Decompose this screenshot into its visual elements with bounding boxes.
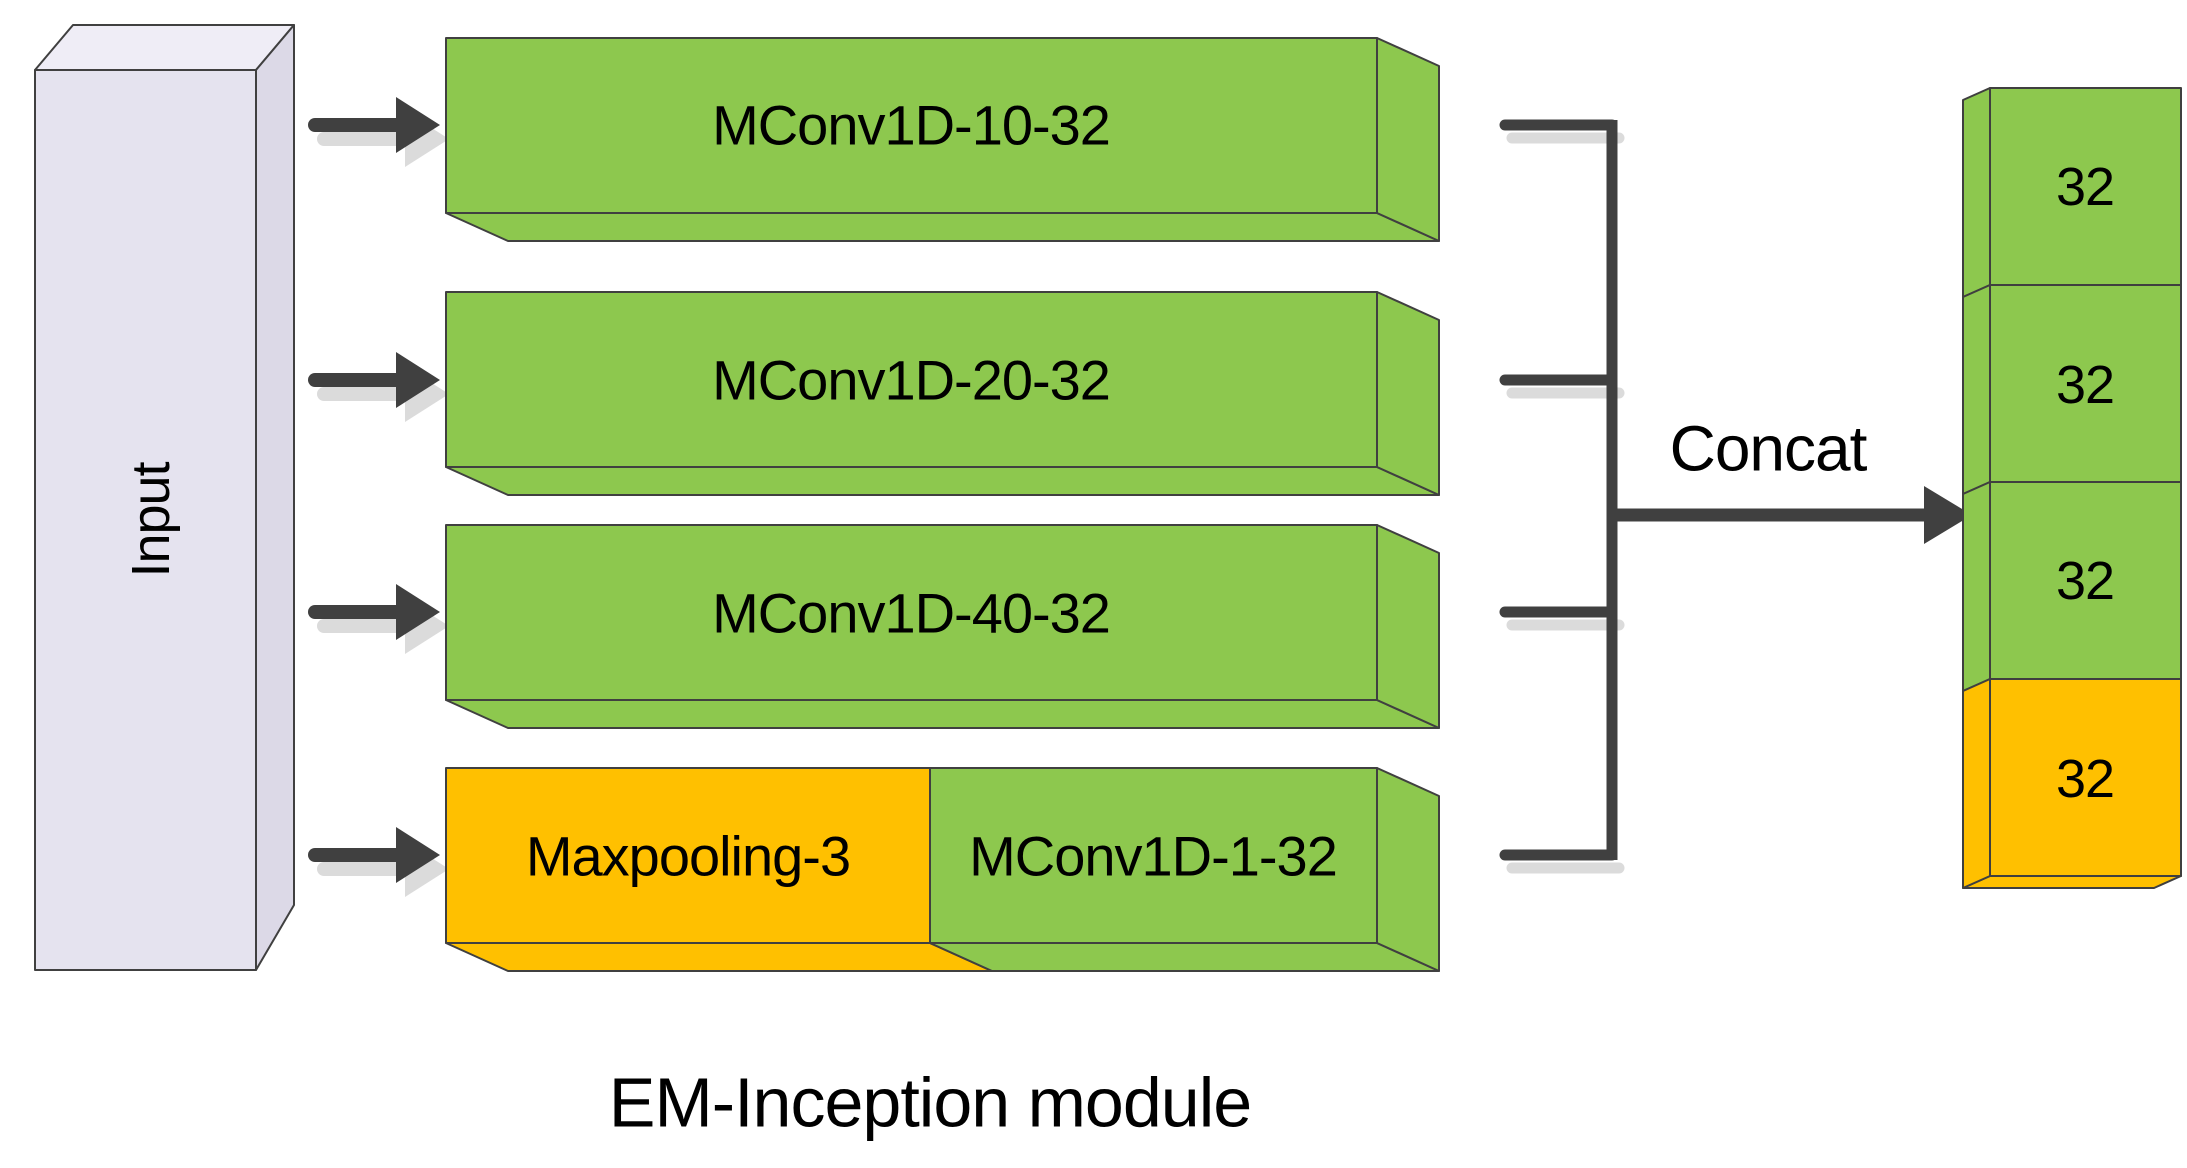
output-box-1: 32	[1962, 87, 2182, 298]
conv-block-label: MConv1D-1-32	[969, 825, 1337, 888]
branch-arrow-4	[308, 827, 440, 883]
output-box-3: 32	[1962, 481, 2182, 692]
stack-left-face	[1962, 284, 1991, 495]
slab-side-face	[1376, 37, 1440, 242]
arrow-head-icon	[396, 584, 440, 640]
input-top-face	[34, 24, 295, 71]
input-label: Input	[121, 461, 181, 577]
collector-bracket	[1499, 119, 1618, 861]
slab-bottom-face	[445, 212, 1440, 242]
slab-front-face	[929, 767, 1378, 944]
stack-left-face	[1962, 678, 1991, 889]
stack-left-face	[1962, 87, 1991, 298]
slab-front-face	[445, 291, 1378, 468]
branch-arrow-1	[308, 97, 440, 153]
arrow-head-icon	[396, 827, 440, 883]
branch-arrow-shadows	[317, 111, 449, 897]
slab-side-face	[1376, 524, 1440, 729]
pool-block-label: Maxpooling-3	[526, 825, 850, 888]
slab-front-face	[445, 37, 1378, 214]
output-box-2: 32	[1962, 284, 2182, 495]
conv-block-label: MConv1D-20-32	[712, 349, 1110, 412]
branch-3-conv-block: MConv1D-40-32	[445, 524, 1440, 729]
branch-1-conv-block: MConv1D-10-32	[445, 37, 1440, 242]
slab-bottom-face	[929, 942, 1440, 972]
output-channels-label: 32	[2056, 355, 2114, 415]
branch-4-conv-block: MConv1D-1-32	[929, 767, 1440, 972]
input-front-face	[34, 69, 257, 971]
concat-arrow: Concat	[1612, 412, 1972, 544]
branch-arrow-3	[308, 584, 440, 640]
concat-label: Concat	[1670, 412, 1868, 484]
slab-side-face	[1376, 291, 1440, 496]
slab-bottom-face	[445, 466, 1440, 496]
slab-side-face	[1376, 767, 1440, 972]
output-channels-label: 32	[2056, 749, 2114, 809]
conv-block-label: MConv1D-40-32	[712, 582, 1110, 645]
output-stack: 32 32 32 32	[1962, 87, 2182, 889]
branch-4-pool-block: Maxpooling-3	[445, 767, 993, 972]
output-channels-label: 32	[2056, 157, 2114, 217]
slab-bottom-face	[445, 942, 993, 972]
stack-left-face	[1962, 481, 1991, 692]
collector-shadow	[1506, 132, 1625, 874]
output-channels-label: 32	[2056, 551, 2114, 611]
output-box-4: 32	[1962, 678, 2182, 889]
branch-arrow-2	[308, 352, 440, 408]
stack-front-face	[1989, 678, 2182, 877]
arrow-head-icon	[396, 97, 440, 153]
input-block: Input	[34, 24, 295, 971]
slab-bottom-face	[445, 699, 1440, 729]
slab-front-face	[445, 524, 1378, 701]
branch-2-conv-block: MConv1D-20-32	[445, 291, 1440, 496]
diagram-caption: EM-Inception module	[609, 1064, 1251, 1142]
arrow-head-icon	[1924, 486, 1972, 544]
arrow-head-icon	[396, 352, 440, 408]
input-side-face	[255, 24, 295, 971]
stack-bottom-face	[1962, 875, 2182, 889]
conv-block-label: MConv1D-10-32	[712, 94, 1110, 157]
